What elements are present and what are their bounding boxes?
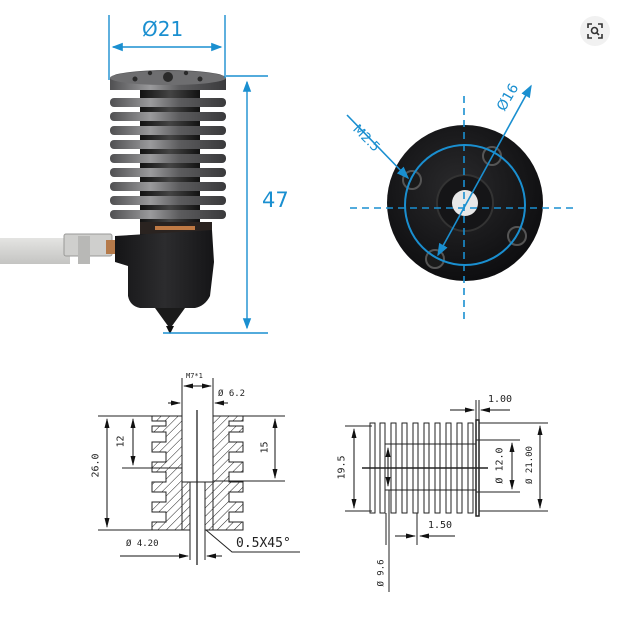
height-label: 47 <box>262 188 289 212</box>
throat-diameter-label: Ø 4.20 <box>126 539 159 549</box>
heatsink-fins <box>110 98 226 219</box>
neck-diameter-label: Ø 9.6 <box>376 559 387 587</box>
total-height-label: 26.0 <box>90 453 102 478</box>
fin-thickness-label: 1.00 <box>488 394 513 405</box>
hotend-top-view <box>387 125 543 281</box>
top-view-dimensions <box>346 84 578 320</box>
section-drawing <box>98 378 300 565</box>
fin-gap-label: 1.50 <box>428 520 453 531</box>
visual-search-button[interactable] <box>580 16 610 46</box>
chamfer-label: 0.5X45° <box>236 536 291 551</box>
side-drawing <box>345 400 548 592</box>
diameter-label: Ø21 <box>142 17 184 41</box>
length-label: 19.5 <box>336 455 348 480</box>
thread-spec-label: M7*1 <box>186 372 203 380</box>
thread-depth-label: 15 <box>259 441 271 454</box>
core-diameter-label: Ø 12.0 <box>494 447 506 484</box>
bore-diameter-label: Ø 6.2 <box>218 389 246 399</box>
inner-depth-label: 12 <box>115 435 127 448</box>
outer-diameter-label: Ø 21.00 <box>524 446 535 484</box>
lens-icon <box>587 23 603 39</box>
photo-dimensions <box>108 15 268 334</box>
hotend-photo <box>0 70 226 334</box>
